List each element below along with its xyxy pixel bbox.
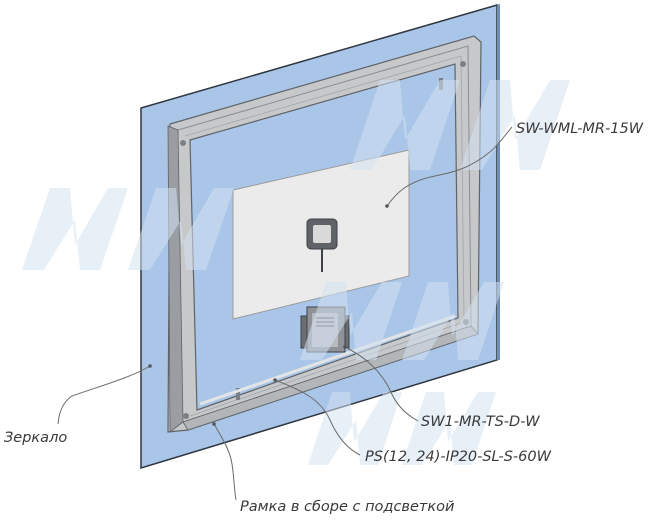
frame-clip (236, 388, 240, 400)
label-mirror: Зеркало (4, 430, 67, 446)
leader-dot (273, 378, 277, 382)
label-touch-switch: SW1-MR-TS-D-W (421, 414, 540, 430)
watermark-logo (22, 80, 570, 465)
frame-inner-edge-2 (184, 55, 465, 417)
touch-switch (306, 218, 338, 272)
label-frame: Рамка в сборе с подсветкой (240, 499, 454, 515)
label-power-supply: PS(12, 24)-IP20-SL-S-60W (365, 449, 552, 465)
leader-touch-switch (344, 346, 419, 422)
leader-mirror-lamp (386, 126, 513, 207)
leader-dot (212, 422, 216, 426)
leader-dot (385, 204, 389, 208)
leader-frame (213, 423, 237, 501)
leader-dot (148, 364, 152, 368)
leader-mirror (57, 365, 151, 425)
screw-icon (460, 61, 466, 67)
leader-dot (343, 345, 347, 349)
label-mirror-lamp: SW-WML-MR-15W (516, 121, 644, 137)
screw-icon (183, 413, 189, 419)
screw-icon (180, 140, 186, 146)
mirror-edge (497, 4, 500, 360)
leader-power-supply (274, 379, 361, 456)
